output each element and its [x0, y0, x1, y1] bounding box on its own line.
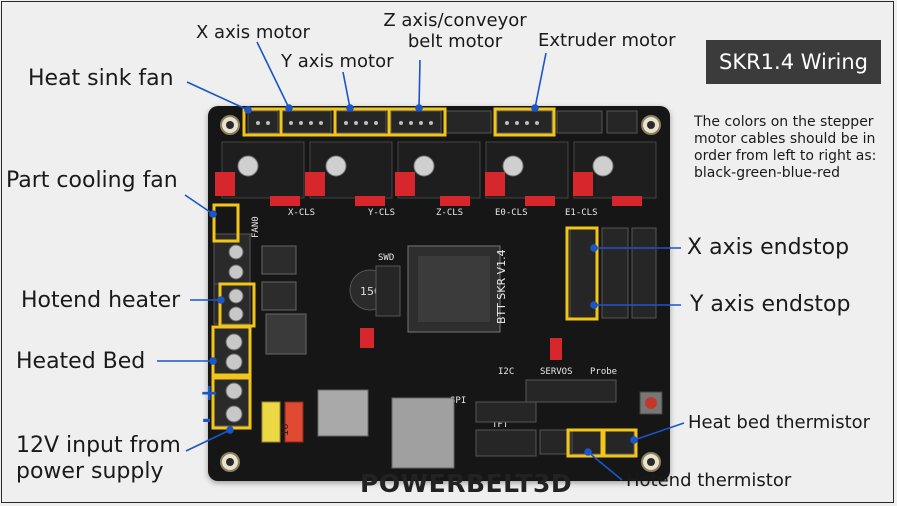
label-z-axis-conveyor-line1: Z axis/conveyor [383, 10, 527, 31]
label-hotend-thermistor: Hotend thermistor [626, 470, 792, 491]
silk-servos: SERVOS [540, 367, 573, 377]
endstop-headers [569, 227, 657, 319]
bottom-components [261, 379, 663, 469]
silk-e0-cls: E0-CLS [495, 208, 528, 218]
wiring-note: The colors on the stepper motor cables s… [694, 114, 877, 181]
diagram-title: SKR1.4 Wiring [706, 40, 881, 84]
label-z-axis-conveyor-line2: belt motor [407, 31, 503, 52]
label-x-axis-motor: X axis motor [196, 22, 310, 43]
label-power-input-line1: 12V input from [16, 433, 181, 458]
mcu-chip [407, 245, 501, 333]
label-heat-sink-fan: Heat sink fan [28, 66, 174, 91]
silk-chip: BTT SKR V1.4 [495, 249, 508, 324]
powerbelt3d-logo: POWERBELT3D [360, 469, 573, 498]
label-y-axis-motor: Y axis motor [281, 51, 394, 72]
label-hotend-heater: Hotend heater [21, 288, 181, 313]
terminal-screws [225, 244, 244, 423]
label-heated-bed: Heated Bed [16, 349, 146, 374]
label-extruder-motor: Extruder motor [538, 30, 676, 51]
red-driver-connectors [215, 172, 642, 206]
silk-spi: SPI [450, 396, 466, 406]
highlight-boxes [211, 107, 638, 458]
silk-probe: Probe [590, 367, 617, 377]
driver-slots [221, 141, 657, 199]
label-part-cooling-fan: Part cooling fan [6, 168, 178, 193]
silk-x-cls: X-CLS [288, 208, 315, 218]
capacitors [237, 155, 614, 177]
polarity-plus: + [200, 381, 219, 406]
polarity-minus: - [202, 408, 212, 433]
silk-tft: TFT [492, 420, 509, 430]
power-components [261, 245, 307, 355]
label-power-input: 12V input from power supply [16, 435, 181, 483]
label-heat-bed-thermistor: Heat bed thermistor [688, 412, 871, 433]
small-red-connectors [360, 328, 562, 360]
label-y-axis-endstop: Y axis endstop [690, 292, 851, 317]
swd-header [375, 265, 401, 317]
silk-i2c: I2C [498, 367, 514, 377]
label-power-input-line2: power supply [16, 459, 164, 484]
top-headers [247, 110, 638, 134]
silk-y-cls: Y-CLS [368, 208, 395, 218]
label-z-axis-conveyor: Z axis/conveyor belt motor [375, 12, 535, 51]
silk-swd: SWD [378, 253, 394, 263]
pointer-lines [157, 41, 685, 481]
silk-e1-cls: E1-CLS [565, 208, 598, 218]
header-pins [256, 121, 539, 125]
silk-z-cls: Z-CLS [436, 208, 463, 218]
fuse-label: 10 [280, 423, 291, 436]
mounting-holes [220, 115, 661, 472]
label-x-axis-endstop: X axis endstop [687, 235, 850, 260]
silk-fan0: FAN0 [251, 216, 261, 238]
